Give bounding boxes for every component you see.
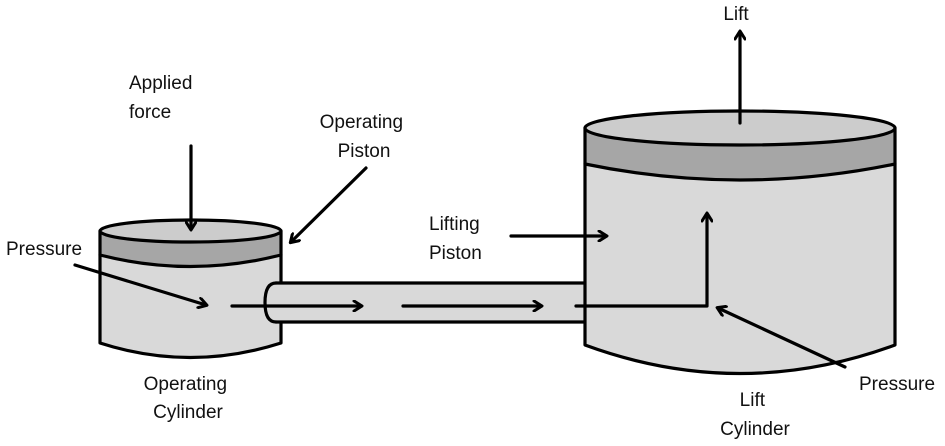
connecting-pipe (263, 281, 588, 324)
lifting-piston-label: Lifting Piston (429, 214, 485, 264)
operating-cylinder-label: Operating Cylinder (144, 374, 233, 423)
pressure-right-label: Pressure (859, 374, 935, 395)
flow-arrow-into-lift (574, 214, 707, 308)
lift-cylinder (583, 109, 897, 376)
operating-piston-label: Operating Piston (320, 112, 409, 162)
pressure-left-arrow (73, 263, 206, 305)
operating-piston-pointer-arrow (291, 166, 368, 242)
lift-cylinder-label: Lift Cylinder (720, 390, 790, 440)
operating-cylinder-body (98, 253, 283, 360)
applied-force-label: Applied force (129, 73, 198, 123)
operating-cylinder (98, 218, 283, 360)
lift-label: Lift (723, 4, 749, 25)
pressure-left-label: Pressure (6, 239, 82, 260)
pressure-right-arrow (718, 308, 847, 369)
lift-cylinder-body (583, 162, 897, 376)
